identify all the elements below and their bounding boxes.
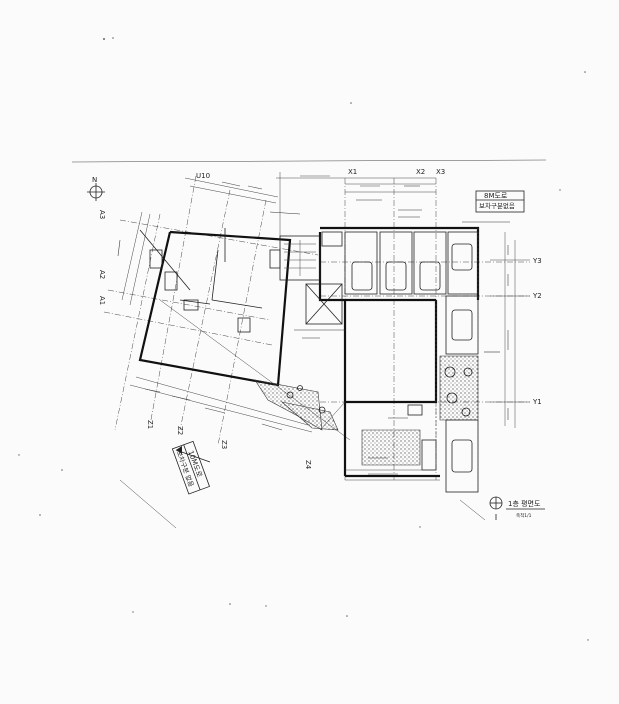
grid-x3: X3 [436, 168, 445, 176]
grid-a2: A2 [98, 270, 106, 279]
grid-labels-left: A1 A2 A3 Z1 Z2 Z3 Z4 [98, 210, 312, 470]
grid-u10: U10 [196, 172, 210, 180]
grid-z1: Z1 [146, 420, 154, 429]
grid-y2: Y2 [532, 292, 542, 300]
road-arrow-left [175, 446, 211, 463]
grid-labels-right: Y3 Y2 Y1 [532, 257, 542, 406]
plan-title-block: 1층 평면도 축척1/1 [489, 496, 545, 520]
room-annotations [269, 199, 510, 419]
grid-y3: Y3 [532, 257, 542, 265]
grid-z2: Z2 [176, 426, 184, 435]
grid-z3: Z3 [220, 440, 228, 449]
grid-z4: Z4 [304, 460, 312, 470]
grid-a3: A3 [98, 210, 106, 219]
road-top-line2: 보차구분없음 [479, 201, 515, 210]
plan-title: 1층 평면도 [508, 499, 541, 508]
grid-y1: Y1 [532, 398, 542, 406]
grid-x1: X1 [348, 168, 357, 176]
dimension-marks [117, 175, 509, 475]
road-label-top: 8M도로 보차구분없음 [475, 190, 525, 213]
sheet-border-line [71, 159, 547, 163]
grid-a1: A1 [98, 296, 106, 305]
north-label: N [92, 176, 97, 184]
road-top-line1: 8M도로 [484, 192, 508, 200]
plan-scale: 축척1/1 [516, 512, 532, 519]
grid-labels-top: X1 X2 X3 U10 [196, 168, 445, 180]
grid-x2: X2 [416, 168, 425, 176]
north-arrow: N [87, 176, 105, 201]
left-wing [103, 175, 486, 529]
scan-specks [18, 37, 589, 641]
right-wing [276, 172, 530, 493]
